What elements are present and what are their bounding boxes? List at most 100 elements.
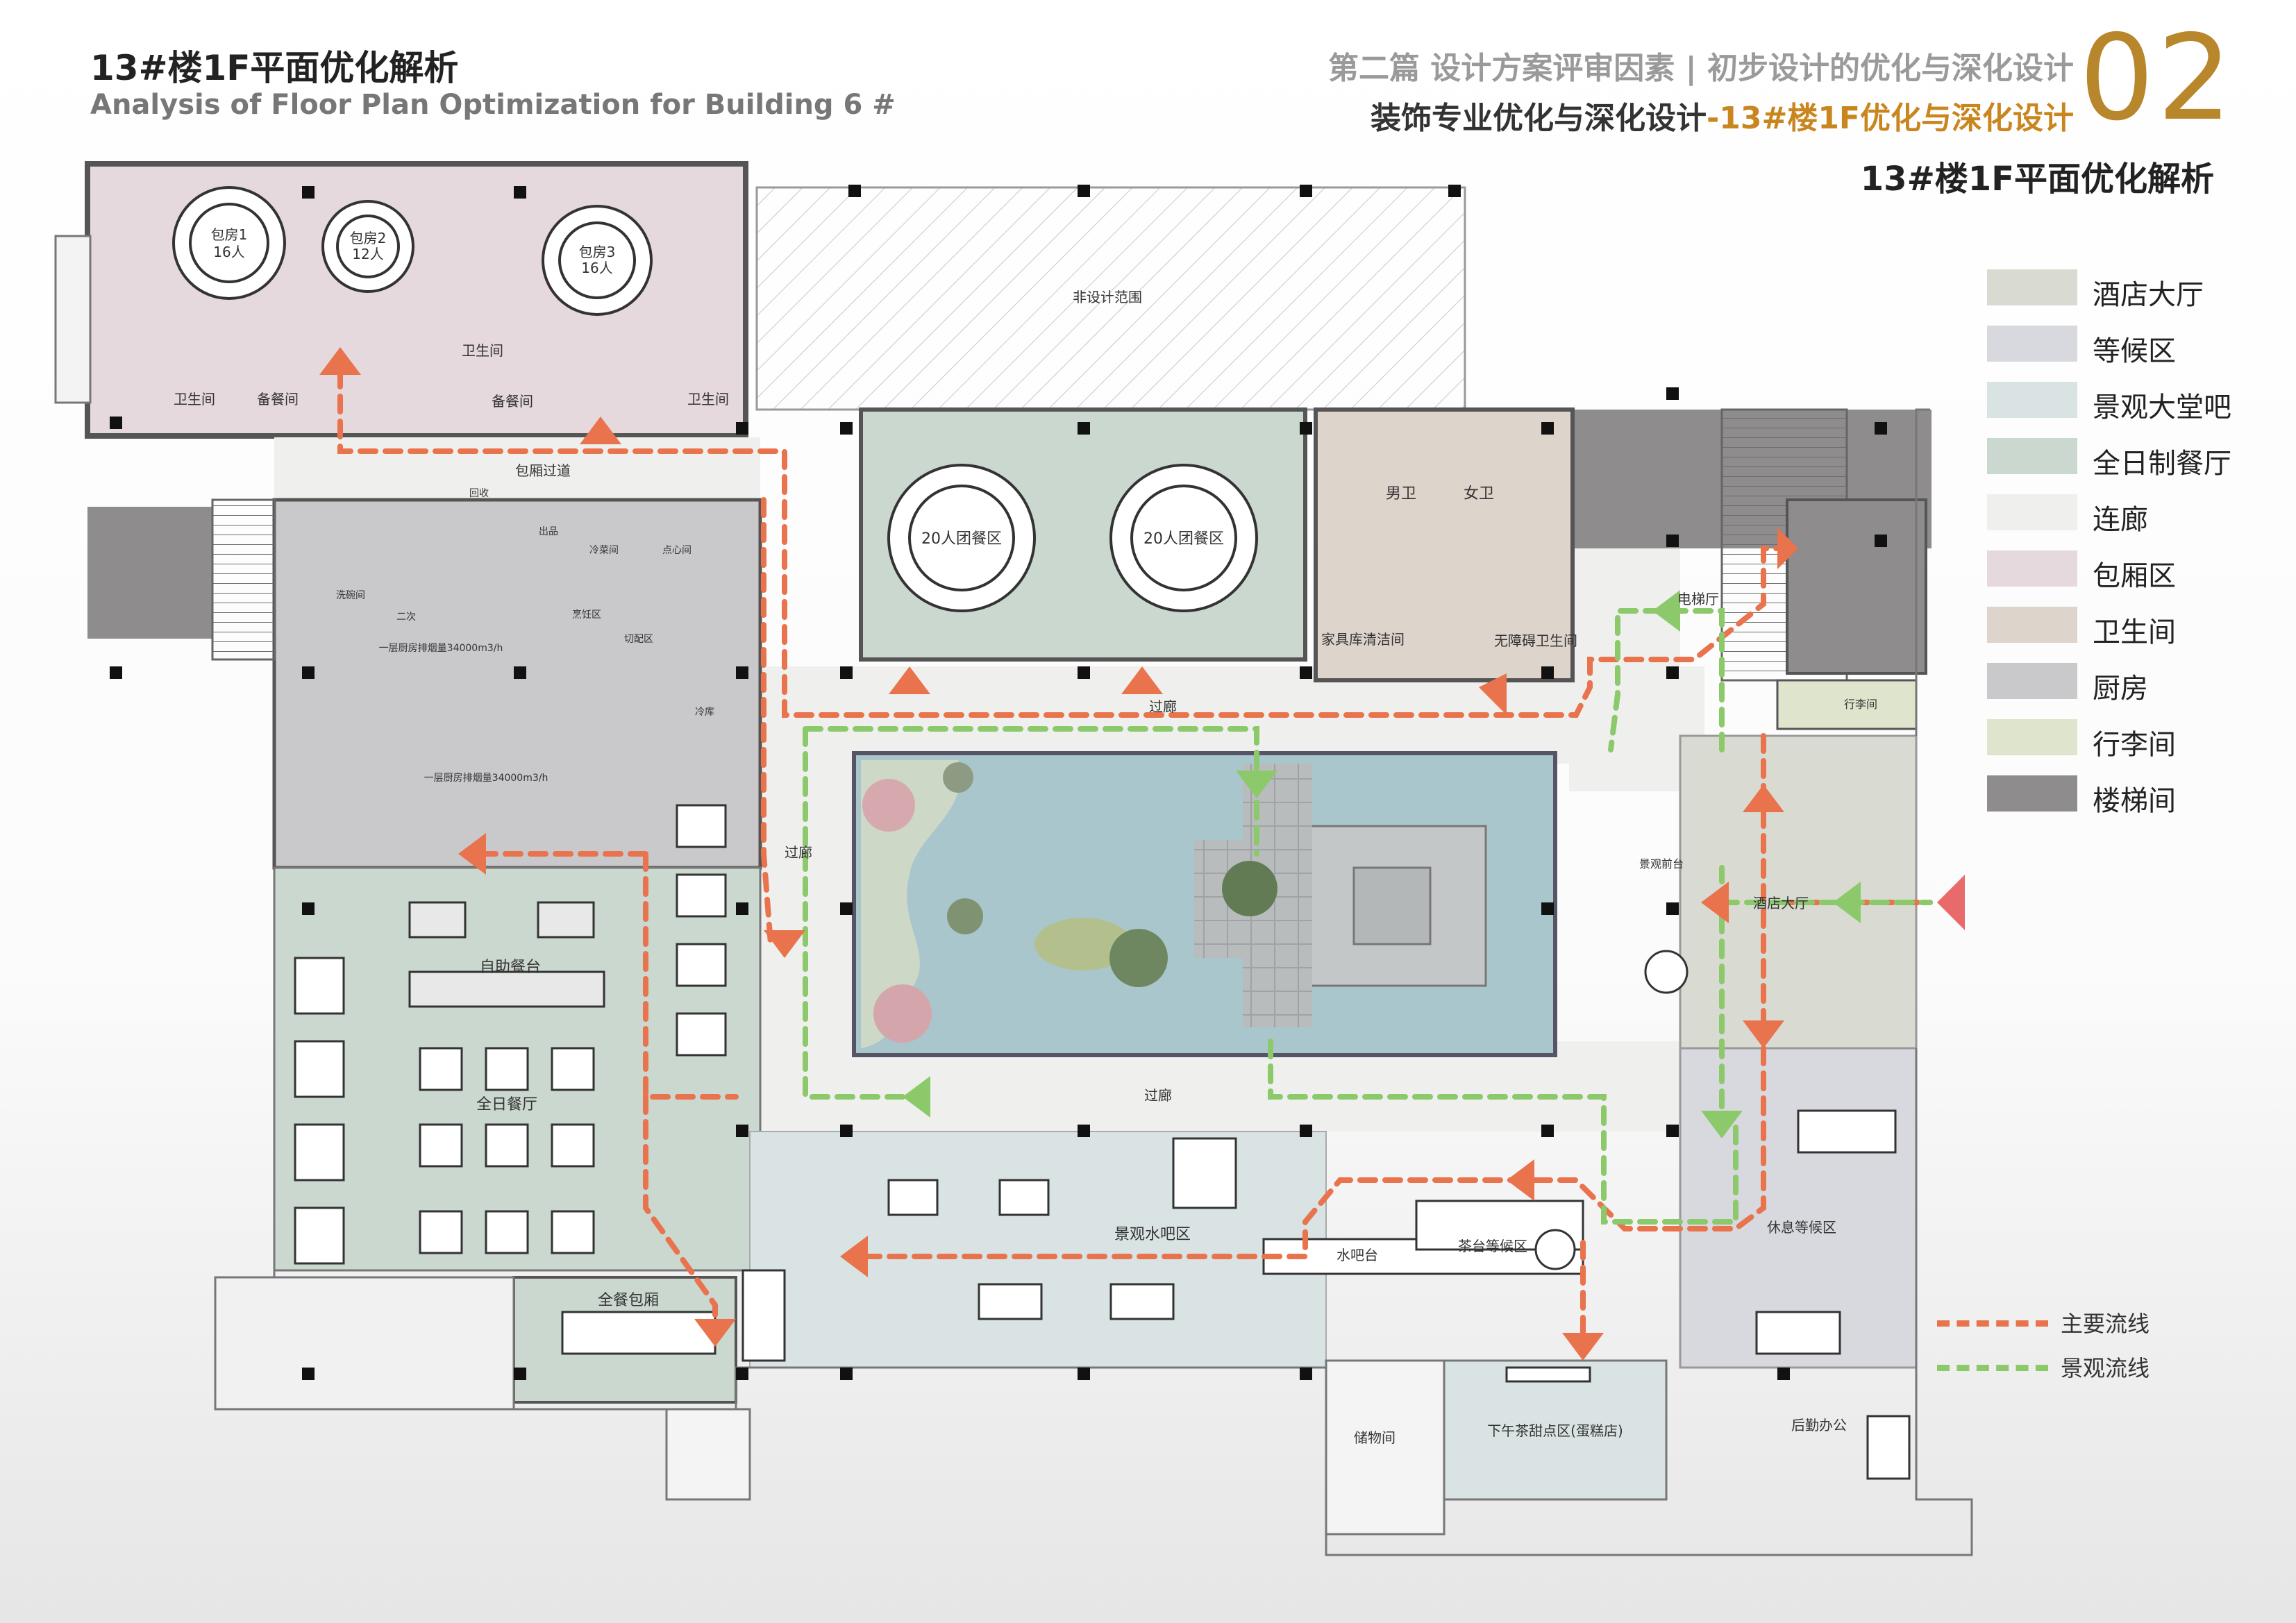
label-room2: 包房2 (350, 230, 387, 246)
label-group-dining-2: 20人团餐区 (1143, 530, 1224, 548)
flow-line-swatch (1937, 1320, 2048, 1327)
label-prep-1: 备餐间 (257, 391, 299, 407)
label-women: 女卫 (1464, 485, 1494, 503)
legend-swatch (1987, 663, 2077, 699)
legend-swatch (1987, 719, 2077, 755)
legend-item-toilet: 卫生间 (1987, 607, 2279, 648)
label-toilet-1: 卫生间 (174, 391, 215, 407)
main-flow-arrows (319, 347, 1798, 1361)
flow-label: 景观流线 (2061, 1355, 2150, 1381)
label-elevator-hall: 电梯厅 (1677, 591, 1719, 607)
label-furniture-room: 家具库清洁间 (1321, 631, 1405, 648)
structural-columns (110, 185, 1887, 1380)
legend-item-hotel-lobby: 酒店大厅 (1987, 269, 2279, 311)
legend-label: 厨房 (2093, 673, 2148, 705)
legend-label: 行李间 (2093, 729, 2176, 761)
label-room3: 包房3 (579, 244, 616, 260)
plan-subtitle: 13#楼1F平面优化解析 (1860, 160, 2214, 199)
legend-swatch (1987, 438, 2077, 474)
legend-swatch (1987, 326, 2077, 362)
label-lounge: 景观水吧区 (1114, 1226, 1191, 1243)
label-cut-area: 切配区 (624, 634, 653, 645)
legend-item-stairwell: 楼梯间 (1987, 775, 2279, 817)
lounge-furniture (741, 950, 1897, 1362)
legend-swatch (1987, 607, 2077, 643)
label-tea-cake: 下午茶甜点区(蛋糕店) (1487, 1422, 1623, 1439)
legend-item-kitchen: 厨房 (1987, 663, 2279, 705)
label-corridor-left: 过廊 (785, 844, 812, 861)
label-outside-scope: 非设计范围 (1073, 289, 1142, 305)
entrance-arrow (1937, 875, 1965, 930)
legend-item-waiting-area: 等候区 (1987, 326, 2279, 367)
label-cook-area: 烹饪区 (572, 609, 601, 621)
round-tables (172, 186, 1258, 612)
zone-stairwell (87, 408, 1932, 682)
legend-label: 等候区 (2093, 335, 2176, 367)
zone-lounge (749, 1131, 1327, 1368)
legend-swatch (1987, 269, 2077, 305)
section-subtitle-sep: - (1706, 101, 1720, 136)
landscape-pool (852, 751, 1557, 1057)
label-room3-cap: 16人 (581, 260, 612, 276)
label-corridor-bottom: 过廊 (1144, 1087, 1172, 1104)
label-prep-2: 备餐间 (492, 393, 533, 410)
legend-item-luggage: 行李间 (1987, 719, 2279, 761)
zone-box-area (54, 161, 748, 439)
label-wash-room: 洗碗间 (336, 590, 365, 601)
label-tea-wait: 茶台等候区 (1458, 1238, 1527, 1254)
label-allday-dining: 全日餐厅 (476, 1096, 537, 1113)
label-secondary: 二次 (396, 612, 416, 623)
label-recycle: 回收 (469, 488, 489, 499)
label-lobby: 酒店大厅 (1753, 895, 1809, 911)
zone-toilets (1314, 407, 1575, 682)
legend-label: 酒店大厅 (2093, 279, 2204, 311)
flow-line-swatch (1937, 1365, 2048, 1371)
section-subtitle-accent: 13#楼1F优化与深化设计 (1719, 101, 2074, 136)
building-outline (214, 408, 1973, 1556)
flow-legend-landscape: 景观流线 (1937, 1349, 2284, 1384)
label-water-bar: 水吧台 (1336, 1247, 1378, 1263)
legend-label: 包厢区 (2093, 560, 2176, 592)
legend-item-corridor: 连廊 (1987, 494, 2279, 536)
section-title: 第二篇 设计方案评审因素 | 初步设计的优化与深化设计 (1327, 51, 2074, 86)
section-number: 02 (2079, 10, 2235, 147)
zone-luggage (1776, 679, 1918, 730)
zone-outside-scope (755, 186, 1466, 411)
label-toilet-3: 卫生间 (687, 391, 729, 407)
legend-item-lounge-bar: 景观大堂吧 (1987, 382, 2279, 423)
legend-swatch (1987, 494, 2077, 530)
flow-label: 主要流线 (2061, 1311, 2150, 1337)
legend-label: 连廊 (2093, 504, 2148, 536)
zone-storage (1325, 1359, 1446, 1536)
page-title-en: Analysis of Floor Plan Optimization for … (90, 89, 896, 121)
legend-label: 全日制餐厅 (2093, 448, 2231, 480)
landscape-flow-lines (803, 608, 1933, 1225)
label-buffet: 自助餐台 (480, 959, 541, 976)
legend-label: 景观大堂吧 (2093, 392, 2231, 423)
label-back-office: 后勤办公 (1791, 1417, 1847, 1433)
label-room1: 包房1 (211, 226, 248, 243)
label-men: 男卫 (1386, 485, 1416, 503)
label-room1-cap: 16人 (213, 244, 244, 260)
legend-item-allday-dining: 全日制餐厅 (1987, 438, 2279, 480)
page-title: 13#楼1F平面优化解析 (90, 48, 459, 88)
label-reception: 景观前台 (1639, 857, 1684, 871)
label-storage: 储物间 (1354, 1429, 1396, 1446)
legend-label: 楼梯间 (2093, 785, 2176, 817)
label-kitchen-exhaust-1: 一层厨房排烟量34000m3/h (379, 643, 503, 654)
flow-legend-main: 主要流线 (1937, 1305, 2284, 1340)
label-full-box: 全餐包厢 (598, 1292, 659, 1309)
label-pastry: 点心间 (662, 545, 692, 556)
section-subtitle-main: 装饰专业优化与深化设计 (1370, 101, 1707, 136)
legend-swatch (1987, 550, 2077, 587)
legend-swatch (1987, 775, 2077, 812)
label-accessible-toilet: 无障碍卫生间 (1494, 632, 1577, 649)
label-cold-storage: 冷库 (695, 707, 714, 718)
label-room2-cap: 12人 (352, 246, 383, 262)
label-cold-dish: 冷菜间 (589, 545, 619, 556)
landscape-flow-arrows (903, 590, 1861, 1138)
label-group-dining-1: 20人团餐区 (921, 530, 1002, 548)
label-toilet-2: 卫生间 (462, 342, 503, 359)
label-kitchen-exhaust-2: 一层厨房排烟量34000m3/h (424, 773, 548, 784)
